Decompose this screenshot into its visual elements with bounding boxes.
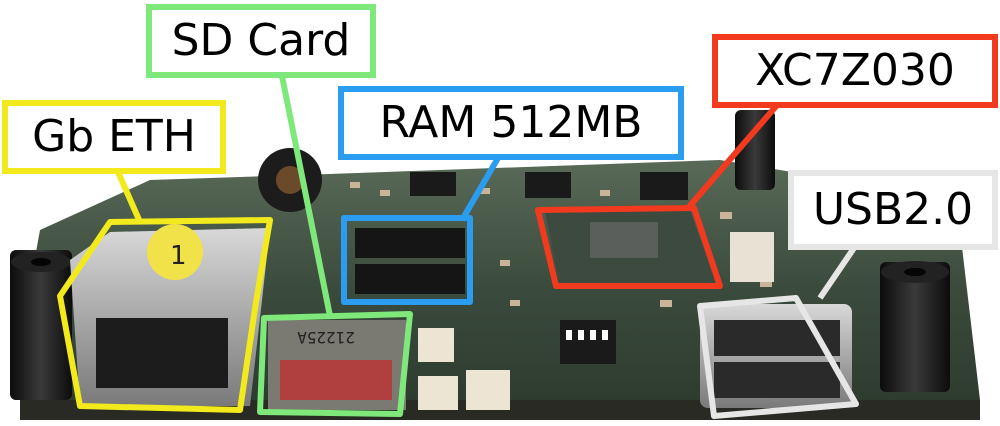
right-standoff bbox=[880, 262, 950, 392]
ram-leader bbox=[459, 156, 501, 222]
sd-card-label: SD Card bbox=[146, 4, 376, 78]
sd-slot-code: 21225A bbox=[297, 328, 355, 347]
fpga-die bbox=[590, 222, 658, 258]
rear-post bbox=[735, 110, 775, 190]
rear-chip-1 bbox=[410, 172, 456, 196]
sd-leader bbox=[279, 75, 333, 317]
rj45-sticker bbox=[147, 224, 203, 280]
ram-label: RAM 512MB bbox=[338, 86, 684, 160]
usb-outline bbox=[697, 295, 859, 419]
usb-label: USB2.0 bbox=[788, 170, 998, 250]
ram-chip-top bbox=[355, 228, 465, 258]
ram-outline bbox=[341, 215, 473, 305]
rj45-port bbox=[96, 318, 228, 388]
fpga-outline bbox=[535, 205, 723, 289]
fpga-leader bbox=[685, 102, 781, 210]
sd-outline bbox=[257, 311, 413, 417]
ram-chip-bottom bbox=[355, 264, 465, 294]
rear-chip-2 bbox=[525, 172, 571, 198]
gb-eth-label: Gb ETH bbox=[2, 100, 226, 174]
dip-switch bbox=[560, 320, 616, 364]
eth-outline bbox=[57, 217, 273, 413]
fpga-label: XC7Z030 bbox=[712, 34, 998, 108]
jst-connector-right bbox=[730, 232, 774, 282]
usb-port-bottom bbox=[714, 362, 840, 398]
jst-connector-1 bbox=[418, 376, 458, 410]
rj45-sticker-text: 1 bbox=[170, 241, 187, 271]
eth-leader bbox=[115, 170, 143, 224]
sd-card bbox=[280, 360, 392, 400]
left-standoff bbox=[10, 250, 72, 400]
rear-chip-3 bbox=[640, 172, 688, 200]
jst-connector-2 bbox=[466, 370, 510, 410]
usb-leader bbox=[817, 246, 857, 300]
jst-connector-3 bbox=[418, 328, 454, 362]
